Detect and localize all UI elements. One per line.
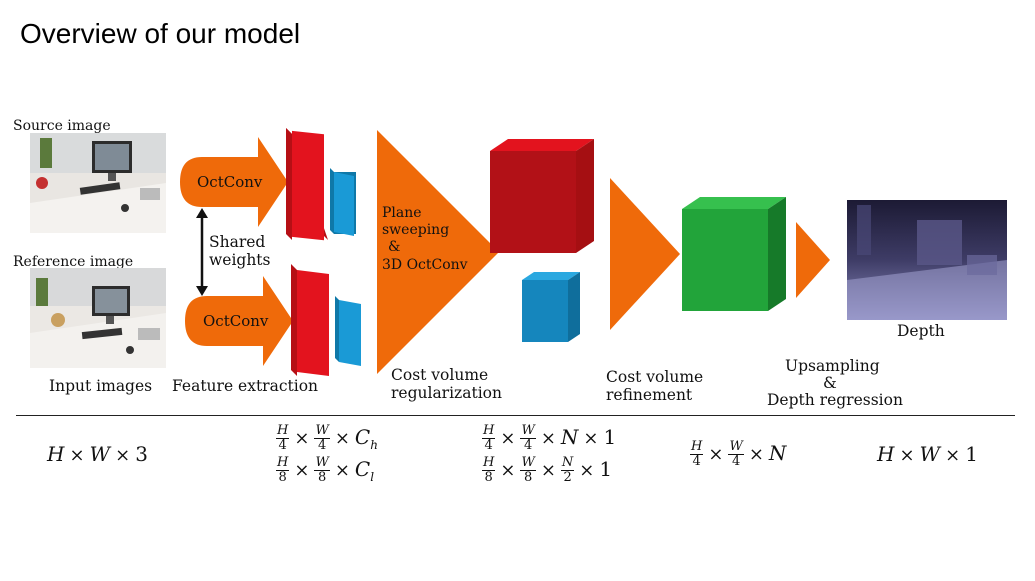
plane-label: Plane — [382, 205, 422, 221]
cost-regularization-caption-2: regularization — [391, 384, 502, 402]
cost-volume-low-cube — [522, 272, 580, 342]
refined-volume-cube — [682, 197, 786, 311]
slide-title: Overview of our model — [20, 18, 301, 49]
reference-image-label: Reference image — [13, 254, 134, 270]
source-image-label: Source image — [13, 118, 111, 134]
input-dims: H×W×3 — [47, 442, 148, 466]
depth-caption: Depth — [897, 322, 945, 340]
octconv-bottom-label: OctConv — [203, 312, 269, 330]
plane-sweeping-triangle — [377, 130, 499, 374]
upsampling-caption-2: & — [823, 374, 837, 392]
feature-maps-top — [286, 128, 356, 241]
octconv-top-label: OctConv — [197, 173, 263, 191]
upsampling-caption-3: Depth regression — [767, 391, 903, 409]
refinement-triangle — [610, 178, 680, 330]
octconv-bottom-arrow — [185, 276, 293, 366]
shared-weights-arrow — [196, 208, 208, 296]
weights-label: weights — [209, 251, 271, 269]
depth-map-image — [847, 200, 1007, 320]
upsampling-triangle — [796, 222, 830, 298]
cost-regularization-caption-1: Cost volume — [391, 366, 489, 384]
refinement-caption-1: Cost volume — [606, 368, 704, 386]
reference-image — [30, 268, 166, 368]
octconv-top-arrow — [180, 137, 288, 227]
feature-maps-bottom — [291, 264, 361, 376]
cost-volume-high-cube — [490, 139, 594, 253]
upsampling-caption-1: Upsampling — [785, 357, 880, 375]
input-images-caption: Input images — [49, 377, 153, 395]
source-image — [30, 133, 166, 233]
dims-divider — [16, 415, 1015, 416]
3d-octconv-label: 3D OctConv — [382, 257, 468, 273]
output-dims: H×W×1 — [877, 442, 978, 466]
sweeping-label: sweeping — [382, 222, 450, 238]
ampersand-label: & — [388, 239, 401, 255]
refinement-caption-2: refinement — [606, 386, 693, 404]
feature-extraction-caption: Feature extraction — [172, 377, 319, 395]
shared-label: Shared — [209, 233, 266, 251]
